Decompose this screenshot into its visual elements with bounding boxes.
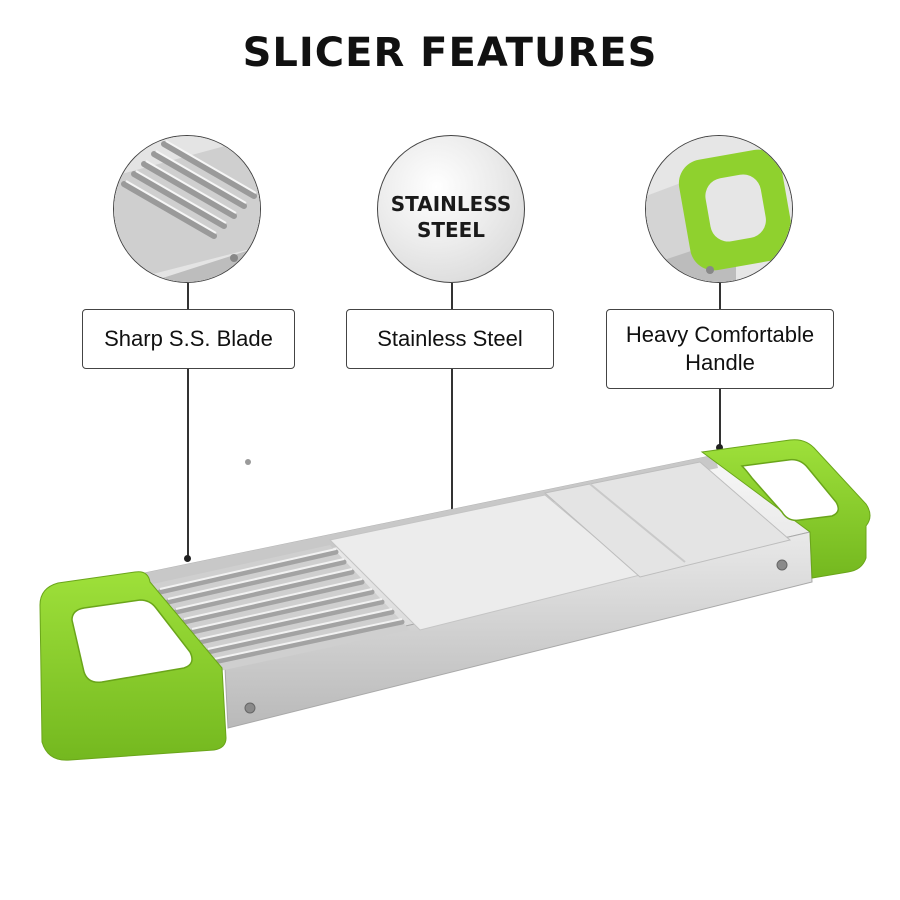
connector-line <box>451 369 453 521</box>
blade-closeup-image <box>113 135 261 283</box>
connector-line <box>187 283 189 309</box>
left-handle <box>39 571 227 761</box>
blade-closeup-graphic <box>114 136 260 282</box>
connector-line <box>719 389 721 447</box>
badge-line: STAINLESS <box>390 192 512 216</box>
stainless-steel-badge: STAINLESS STEEL <box>377 135 525 283</box>
handle-closeup-graphic <box>646 136 792 282</box>
handle-closeup-image <box>645 135 793 283</box>
connector-dot <box>716 444 723 451</box>
connector-line <box>451 283 453 309</box>
feature-label-blade: Sharp S.S. Blade <box>82 309 295 369</box>
right-handle <box>700 439 871 579</box>
feature-label-handle: Heavy Comfortable Handle <box>606 309 834 389</box>
stainless-steel-badge-text: STAINLESS STEEL <box>378 191 524 243</box>
connector-line <box>719 283 721 309</box>
connector-dot <box>184 555 191 562</box>
connector-line <box>187 369 189 557</box>
wavy-blade <box>148 545 410 672</box>
connector-dot <box>448 518 455 525</box>
page-title: SLICER FEATURES <box>242 30 658 76</box>
feature-label-steel: Stainless Steel <box>346 309 554 369</box>
badge-line: STEEL <box>416 218 486 242</box>
feature-label-handle-text: Heavy Comfortable Handle <box>625 322 815 375</box>
